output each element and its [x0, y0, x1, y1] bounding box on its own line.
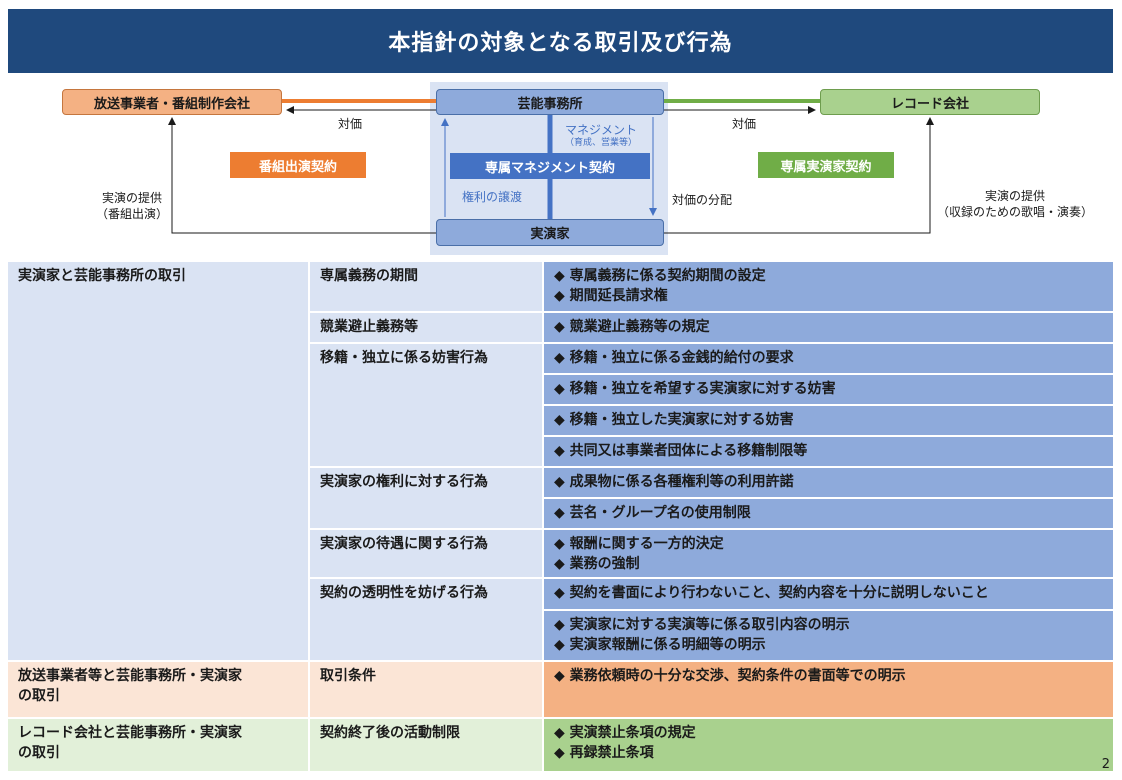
left-provide-label-1: 実演の提供 [101, 191, 162, 205]
item-text: ◆ 期間延長請求権 [554, 288, 668, 304]
item-text: ◆ 実演禁止条項の規定 [554, 725, 696, 741]
agency-box: 芸能事務所 [436, 89, 664, 115]
page-title: 本指針の対象となる取引及び行為 [8, 9, 1113, 73]
item-text: ◆ 契約を書面により行わないこと、契約内容を十分に説明しないこと [554, 585, 989, 601]
items-cell: ◆ 芸名・グループ名の使用制限 [544, 499, 1113, 528]
items-cell: ◆ 成果物に係る各種権利等の利用許諾 [544, 468, 1113, 497]
category-label: 移籍・独立に係る妨害行為 [310, 344, 542, 466]
items-cell: ◆ 移籍・独立を希望する実演家に対する妨害 [544, 375, 1113, 404]
section-label-performer-agency: 実演家と芸能事務所の取引 [8, 262, 308, 660]
left-price-label: 対価 [337, 117, 362, 131]
item-text: ◆ 再録禁止条項 [554, 745, 654, 761]
item-text: ◆ 移籍・独立した実演家に対する妨害 [554, 412, 794, 428]
category-label: 競業避止義務等 [310, 313, 542, 342]
items-cell: ◆ 移籍・独立に係る金銭的給付の要求 [544, 344, 1113, 373]
section-label-line: 放送事業者等と芸能事務所・実演家 [18, 668, 242, 684]
item-text: ◆ 実演家報酬に係る明細等の明示 [554, 637, 766, 653]
items-cell: ◆ 移籍・独立した実演家に対する妨害 [544, 406, 1113, 435]
performer-box: 実演家 [436, 219, 664, 246]
management-sub-label: （育成、営業等） [564, 138, 637, 148]
item-text: ◆ 業務依頼時の十分な交渉、契約条件の書面等での明示 [554, 668, 906, 684]
item-text: ◆ 専属義務に係る契約期間の設定 [554, 268, 766, 284]
category-label: 取引条件 [310, 662, 542, 717]
section-label-line: レコード会社と芸能事務所・実演家 [18, 725, 242, 741]
section-label-record-company: レコード会社と芸能事務所・実演家 の取引 [8, 719, 308, 771]
right-price-label: 対価 [731, 117, 756, 131]
record-company-box: レコード会社 [820, 89, 1040, 115]
right-provide-label-1: 実演の提供 [984, 189, 1045, 203]
rights-transfer-label: 権利の譲渡 [461, 190, 522, 204]
item-text: ◆ 報酬に関する一方的決定 [554, 536, 724, 552]
category-label: 実演家の待遇に関する行為 [310, 530, 542, 577]
item-text: ◆ 移籍・独立を希望する実演家に対する妨害 [554, 381, 836, 397]
diagram-connectors [168, 99, 934, 234]
category-label: 契約終了後の活動制限 [310, 719, 542, 771]
bangumi-contract-tag: 番組出演契約 [230, 152, 366, 178]
item-text: ◆ 競業避止義務等の規定 [554, 319, 710, 335]
transaction-diagram: 放送事業者・番組制作会社 芸能事務所 レコード会社 実演家 対価 対価 番組出演… [0, 76, 1122, 258]
left-provide-label-2: （番組出演） [95, 207, 168, 221]
section-label-line: の取引 [18, 688, 60, 704]
left-provide-arrow [168, 117, 436, 234]
items-cell: ◆ 専属義務に係る契約期間の設定 ◆ 期間延長請求権 [544, 262, 1113, 311]
price-distribution-label: 対価の分配 [671, 193, 732, 207]
items-cell: ◆ 報酬に関する一方的決定 ◆ 業務の強制 [544, 530, 1113, 577]
item-text: ◆ 実演家に対する実演等に係る取引内容の明示 [554, 617, 850, 633]
section-label-line: の取引 [18, 745, 60, 761]
category-label: 専属義務の期間 [310, 262, 542, 311]
items-cell: ◆ 業務依頼時の十分な交渉、契約条件の書面等での明示 [544, 662, 1113, 717]
broadcaster-box: 放送事業者・番組制作会社 [62, 89, 282, 115]
item-text: ◆ 移籍・独立に係る金銭的給付の要求 [554, 350, 794, 366]
item-text: ◆ 成果物に係る各種権利等の利用許諾 [554, 474, 794, 490]
management-label: マネジメント [564, 123, 637, 137]
items-cell: ◆ 競業避止義務等の規定 [544, 313, 1113, 342]
items-cell: ◆ 実演禁止条項の規定 ◆ 再録禁止条項 [544, 719, 1113, 771]
right-provide-arrow [664, 117, 934, 234]
items-cell: ◆ 実演家に対する実演等に係る取引内容の明示 ◆ 実演家報酬に係る明細等の明示 [544, 611, 1113, 660]
jitsuen-contract-tag: 専属実演家契約 [758, 152, 894, 178]
items-cell: ◆ 契約を書面により行わないこと、契約内容を十分に説明しないこと [544, 579, 1113, 609]
section-label-broadcaster: 放送事業者等と芸能事務所・実演家 の取引 [8, 662, 308, 717]
items-cell: ◆ 共同又は事業者団体による移籍制限等 [544, 437, 1113, 466]
item-text: ◆ 芸名・グループ名の使用制限 [554, 505, 751, 521]
category-label: 契約の透明性を妨げる行為 [310, 579, 542, 660]
item-text: ◆ 共同又は事業者団体による移籍制限等 [554, 443, 808, 459]
right-provide-label-2: （収録のための歌唱・演奏） [936, 205, 1093, 219]
item-text: ◆ 業務の強制 [554, 556, 640, 572]
mgmt-contract-tag: 専属マネジメント契約 [450, 153, 650, 179]
page-number: 2 [1101, 757, 1110, 772]
category-label: 実演家の権利に対する行為 [310, 468, 542, 528]
